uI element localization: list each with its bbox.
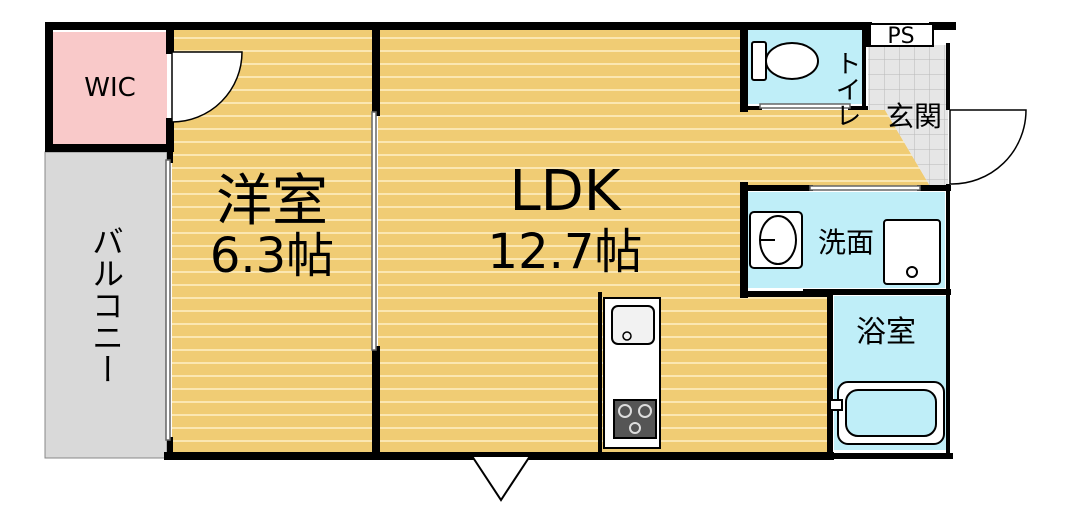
washroom-label: 洗面 [818, 226, 874, 259]
ldk-name: LDK [509, 159, 621, 224]
walls [45, 22, 956, 460]
entrance-door [949, 109, 1027, 185]
burner-icon [638, 404, 652, 418]
bathtub-icon [829, 381, 945, 445]
balcony-area [44, 151, 168, 459]
wic-label: WIC [84, 73, 136, 103]
sink-icon [611, 305, 655, 345]
toilet-label: トイレ [831, 50, 861, 128]
washing-machine-pan [883, 219, 941, 285]
sink-drain-icon [622, 331, 632, 341]
entrance-floor [868, 45, 948, 186]
ps-box [869, 23, 934, 47]
sliding-door [165, 103, 921, 441]
ldk-size: 12.7帖 [488, 224, 643, 280]
entrance-label: 玄関 [886, 100, 942, 133]
wic-door [171, 51, 243, 123]
western-room-name: 洋室 [216, 169, 328, 234]
toilet-icon [751, 41, 819, 81]
western-room-size: 6.3帖 [210, 228, 334, 284]
balcony-label: バルコニー [87, 225, 125, 385]
wic-area [53, 32, 167, 144]
burner-icon [629, 422, 641, 434]
hallway-floor [744, 110, 930, 186]
ps-label: PS [887, 24, 914, 49]
bathroom-label: 浴室 [856, 315, 916, 350]
burner-icon [618, 404, 632, 418]
basin-icon [749, 211, 803, 269]
entry-arrow-icon [470, 455, 532, 502]
